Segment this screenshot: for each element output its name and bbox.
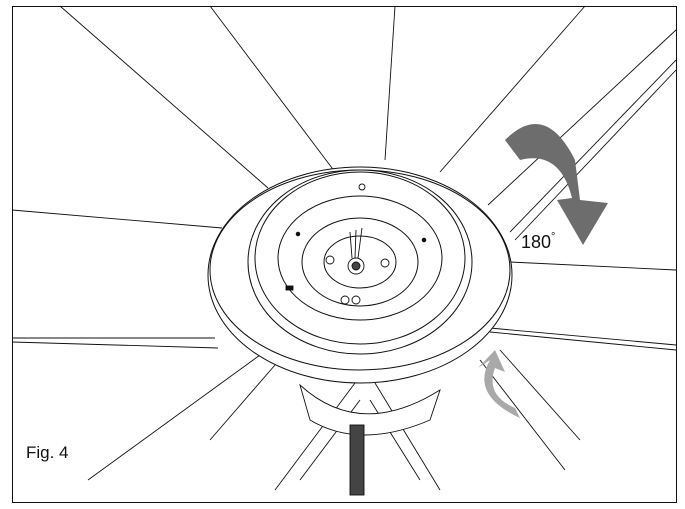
motor-housing <box>299 383 441 496</box>
fan-blades <box>11 5 677 491</box>
small-rotation-arrow-icon <box>478 350 520 418</box>
figure-label: Fig. 4 <box>26 443 69 462</box>
figure-frame <box>12 6 677 503</box>
rotation-angle-label: 180° <box>521 231 556 252</box>
rotation-arrow-icon <box>505 124 608 245</box>
hub-details <box>285 183 427 305</box>
hub-flange <box>207 166 513 384</box>
degree-symbol: ° <box>551 231 556 243</box>
